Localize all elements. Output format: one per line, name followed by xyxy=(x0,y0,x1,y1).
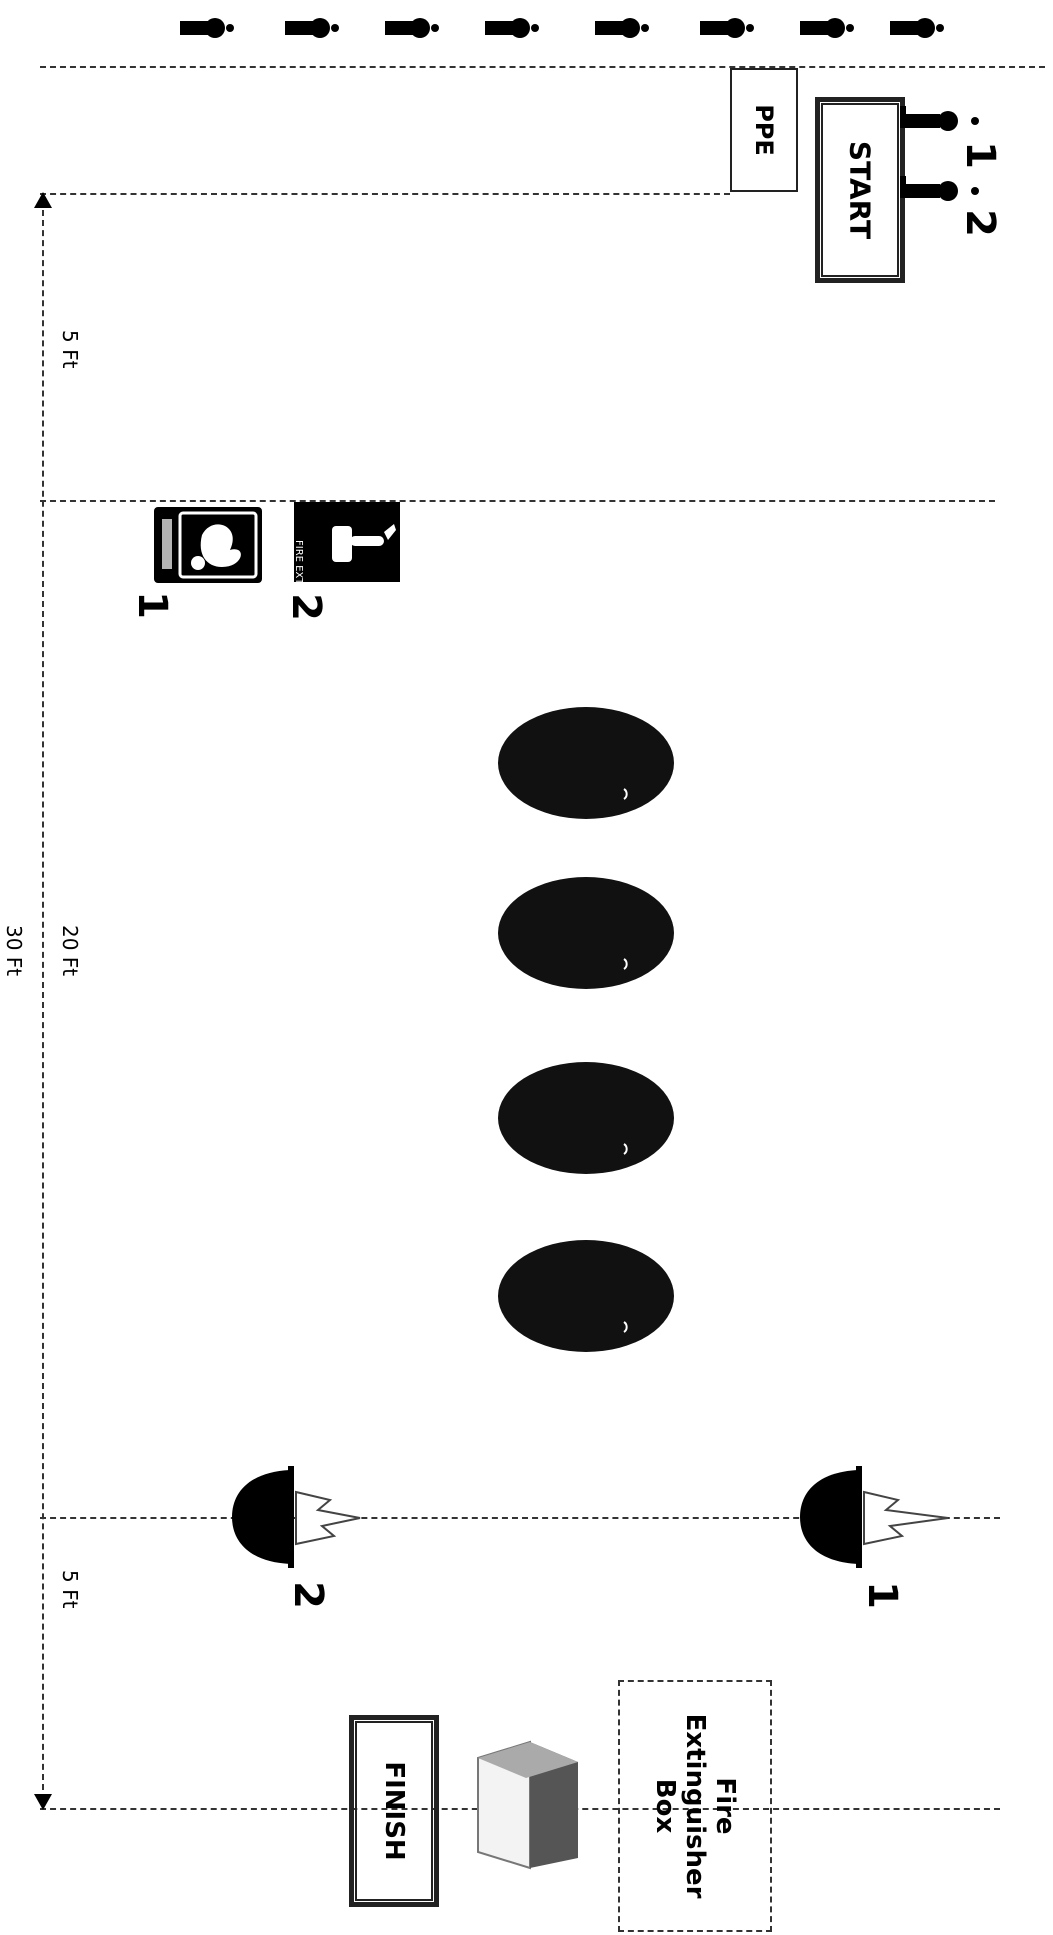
arrow-down-icon xyxy=(30,1792,56,1812)
tire-icon xyxy=(496,1060,676,1176)
sign-line xyxy=(40,500,995,502)
start-label: START xyxy=(844,141,877,239)
sign-number-1: 1 xyxy=(129,591,175,619)
arrow-up-icon xyxy=(30,192,56,212)
dimension-line xyxy=(42,200,44,1800)
start-line xyxy=(40,193,730,195)
fire-box-line3: Box xyxy=(650,1714,680,1899)
start-box: START xyxy=(818,100,902,280)
dimension-label-total: 30 Ft xyxy=(2,925,26,976)
fire-box-line2: Extinguisher xyxy=(680,1714,710,1899)
ppe-label: PPE xyxy=(750,104,778,156)
person-icon xyxy=(595,18,649,38)
fire-extinguisher-box-label: Fire Extinguisher Box xyxy=(650,1714,740,1899)
pit-number-1: 1 xyxy=(859,1581,905,1609)
fire-extinguisher-box: Fire Extinguisher Box xyxy=(618,1680,772,1932)
finish-label: FINISH xyxy=(379,1761,409,1860)
dimension-label-top: 5 Ft xyxy=(58,330,82,368)
top-boundary-line xyxy=(40,66,1045,68)
extinguisher-sign-icon xyxy=(292,500,402,584)
person-icon xyxy=(900,106,979,131)
tire-icon xyxy=(496,1238,676,1354)
sign-number-2: 2 xyxy=(283,593,329,621)
fire-box-line1: Fire xyxy=(710,1714,740,1899)
finish-box: FINISH xyxy=(352,1718,436,1904)
pit-number-2: 2 xyxy=(285,1581,331,1609)
ppe-box: PPE xyxy=(730,68,798,192)
person-icon xyxy=(485,18,539,38)
tire-icon xyxy=(496,875,676,991)
queue-row xyxy=(0,0,1053,60)
person-icon xyxy=(700,18,754,38)
person-icon xyxy=(180,18,234,38)
person-icon xyxy=(900,176,979,201)
person-icon xyxy=(890,18,944,38)
start-number-2: 2 xyxy=(957,209,1003,237)
start-number-1: 1 xyxy=(957,141,1003,169)
box-icon xyxy=(470,1728,582,1878)
dimension-label-bottom: 5 Ft xyxy=(58,1570,82,1608)
person-icon xyxy=(800,18,854,38)
tire-icon xyxy=(496,705,676,821)
fire-pit-icon xyxy=(798,1462,958,1572)
person-icon xyxy=(385,18,439,38)
fire-pit-icon xyxy=(230,1462,370,1572)
dimension-label-middle: 20 Ft xyxy=(58,925,82,976)
person-icon xyxy=(285,18,339,38)
fire-sign-icon xyxy=(152,505,264,585)
